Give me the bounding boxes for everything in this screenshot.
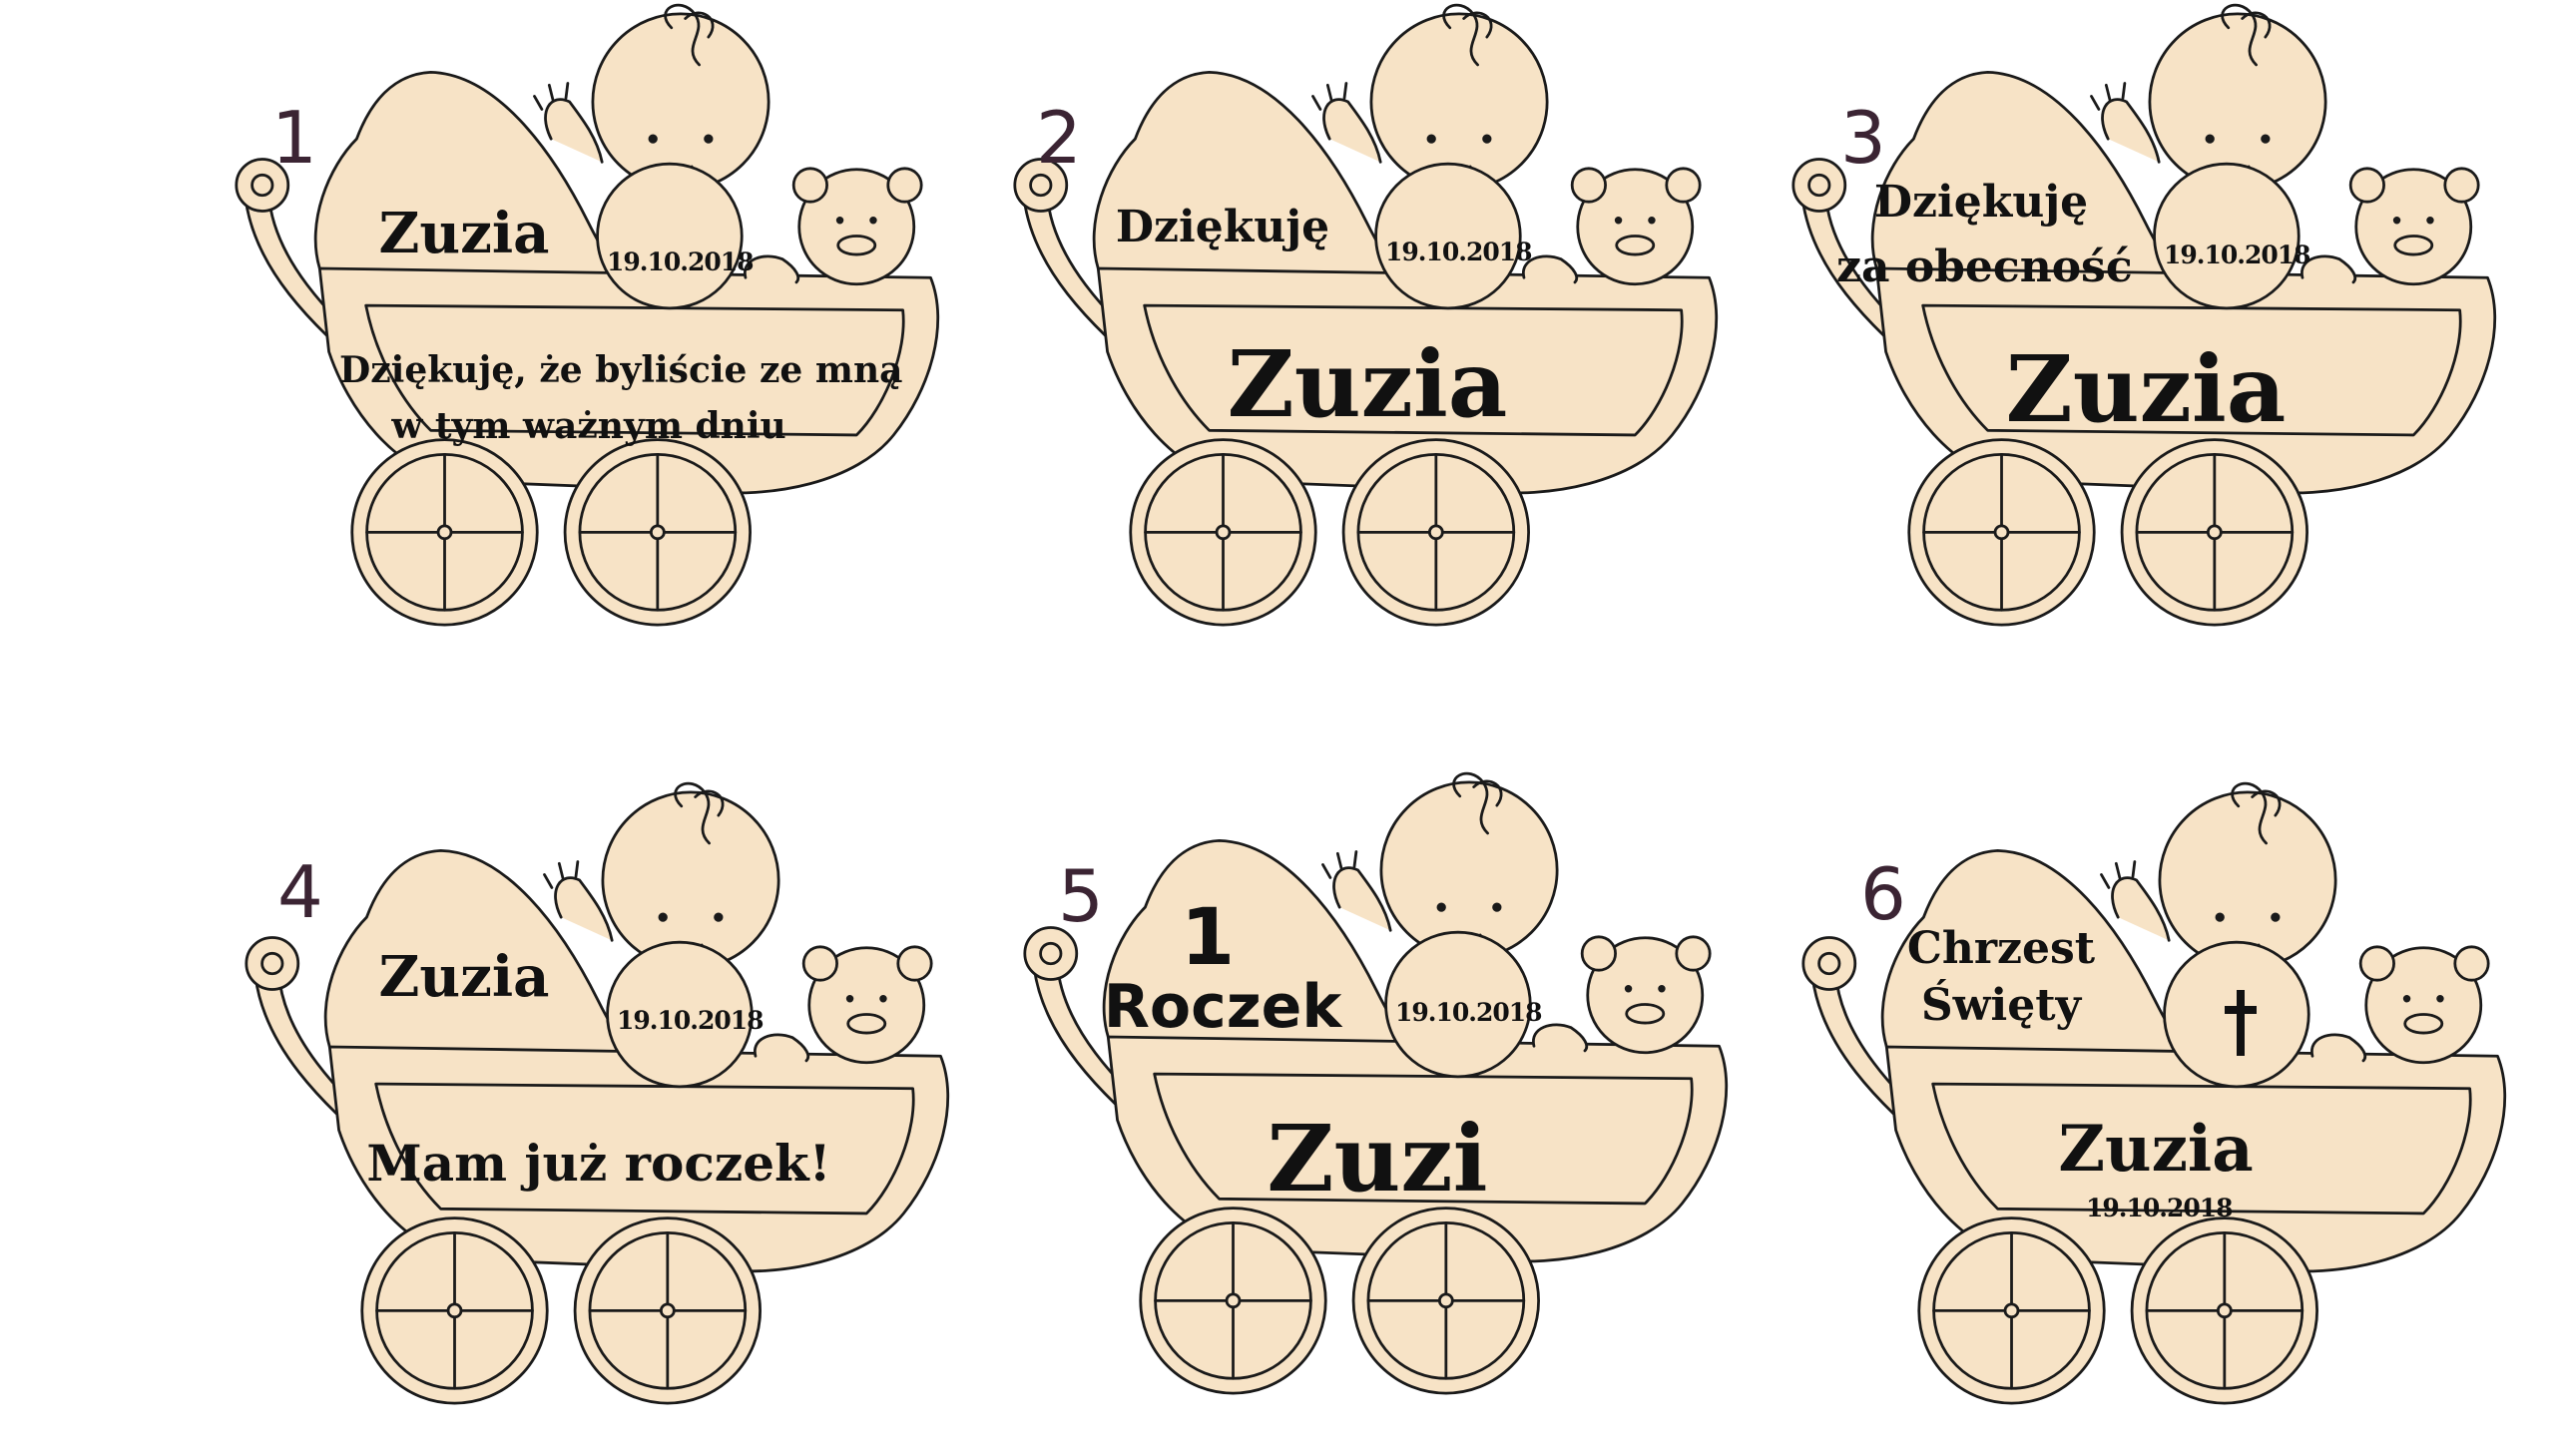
stroller-illustration (1801, 781, 2507, 1405)
variant-number: 4 (277, 850, 323, 934)
cross-icon (2225, 990, 2257, 1056)
stroller-card-2: 2 Dziękuję 19.10.2018 Zuzia (968, 0, 1747, 639)
body-name: Zuzi (1267, 1105, 1488, 1213)
stroller-card-4: 4 Zuzia 19.10.2018 Mam już roczek! (200, 778, 978, 1417)
side-text: Zuzia (378, 201, 550, 266)
stroller-card-3: 3 Dziękuję za obecność 19.10.2018 Zuzia (1747, 0, 2525, 639)
body-message: Mam już roczek! (366, 1134, 831, 1193)
side-line-1: Dziękuję (1873, 177, 2089, 228)
stroller-illustration (235, 3, 940, 627)
side-line-2: za obecność (1836, 242, 2133, 292)
side-big-number: 1 (1180, 893, 1236, 983)
side-text: Zuzia (378, 944, 550, 1010)
variant-number: 5 (1058, 854, 1104, 938)
stroller-card-6: 6 Chrzest Święty Zuzia 19.10.2018 (1757, 778, 2535, 1417)
variant-number: 3 (1840, 96, 1886, 180)
variant-number: 2 (1036, 96, 1082, 180)
stroller-illustration (1791, 3, 2497, 627)
stroller-illustration (1013, 3, 1719, 627)
stroller-card-1: 1 Zuzia 19.10.2018 Dziękuję, że byliście… (190, 0, 968, 639)
body-line-1: Dziękuję, że byliście ze mną (339, 349, 903, 391)
body-name: Zuzia (2005, 335, 2287, 443)
side-word: Roczek (1103, 972, 1342, 1042)
stroller-card-5: 5 1 Roczek 19.10.2018 Zuzi (978, 768, 1757, 1407)
body-date: 19.10.2018 (2086, 1194, 2234, 1222)
variant-number: 1 (271, 96, 317, 180)
bib-date: 19.10.2018 (1395, 998, 1543, 1027)
stroller-illustration (1023, 771, 1729, 1395)
bib-date: 19.10.2018 (1385, 238, 1533, 266)
body-line-2: w tym ważnym dniu (391, 405, 786, 447)
bib-date: 19.10.2018 (2164, 241, 2311, 269)
side-line-1: Chrzest (1906, 923, 2096, 974)
body-name: Zuzia (1227, 330, 1508, 438)
stroller-illustration (245, 781, 950, 1405)
side-text: Dziękuję (1115, 202, 1330, 252)
bib-date: 19.10.2018 (607, 247, 755, 276)
variant-number: 6 (1860, 852, 1906, 936)
side-line-2: Święty (1920, 980, 2082, 1031)
body-name: Zuzia (2058, 1112, 2254, 1187)
bib-date: 19.10.2018 (617, 1006, 765, 1035)
